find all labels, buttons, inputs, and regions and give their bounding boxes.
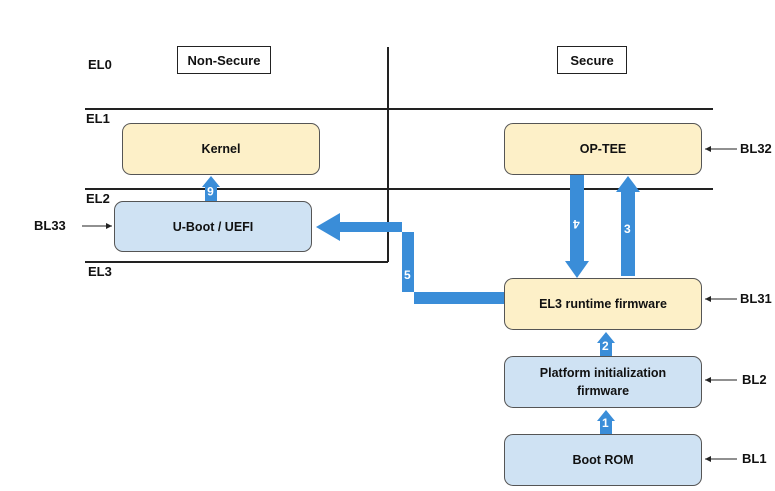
uboot-uefi-box: U-Boot / UEFI bbox=[114, 201, 312, 252]
step-6-label: 6 bbox=[207, 184, 214, 198]
el0-label: EL0 bbox=[88, 57, 112, 72]
secure-header: Secure bbox=[557, 46, 627, 74]
arrow-2 bbox=[600, 342, 612, 356]
arrow-1 bbox=[600, 420, 612, 434]
arrow-3 bbox=[621, 190, 635, 276]
step-1-label: 1 bbox=[602, 416, 609, 430]
el3-runtime-firmware-box: EL3 runtime firmware bbox=[504, 278, 702, 330]
step-3-label: 3 bbox=[624, 222, 631, 236]
kernel-box: Kernel bbox=[122, 123, 320, 175]
non-secure-header: Non-Secure bbox=[177, 46, 271, 74]
arrow-4 bbox=[570, 175, 584, 263]
optee-box: OP-TEE bbox=[504, 123, 702, 175]
arrow-6 bbox=[205, 185, 217, 202]
step-4-label: 4 bbox=[573, 217, 580, 231]
bl1-label: BL1 bbox=[742, 451, 767, 466]
arrow-5 bbox=[337, 222, 504, 304]
step-5-label: 5 bbox=[404, 268, 411, 282]
el3-label: EL3 bbox=[88, 264, 112, 279]
bl31-label: BL31 bbox=[740, 291, 772, 306]
el2-label: EL2 bbox=[86, 191, 110, 206]
bl32-label: BL32 bbox=[740, 141, 772, 156]
bl33-label: BL33 bbox=[34, 218, 66, 233]
el1-label: EL1 bbox=[86, 111, 110, 126]
bl2-label: BL2 bbox=[742, 372, 767, 387]
step-2-label: 2 bbox=[602, 339, 609, 353]
platform-init-firmware-box: Platform initialization firmware bbox=[504, 356, 702, 408]
boot-rom-box: Boot ROM bbox=[504, 434, 702, 486]
